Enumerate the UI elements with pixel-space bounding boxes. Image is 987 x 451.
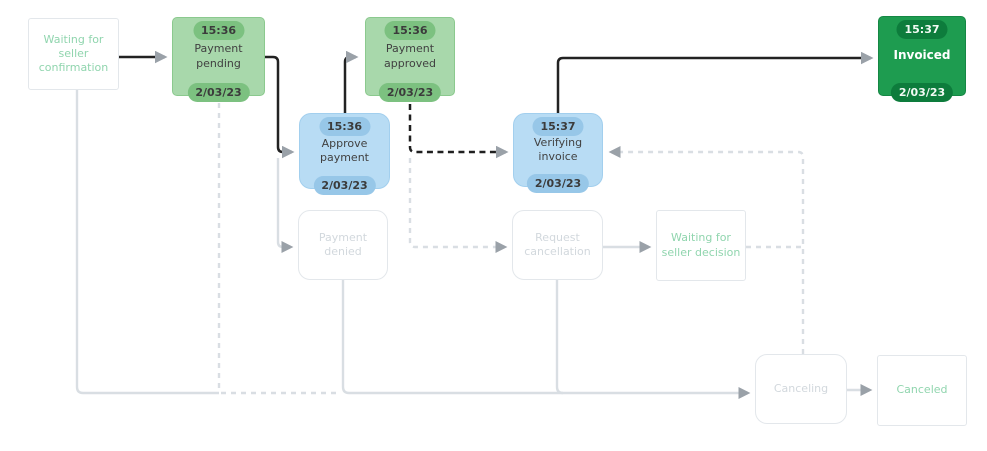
edge-payment-approved-to-verifying-invoice (408, 104, 509, 159)
state-label: Approve payment (319, 136, 369, 164)
state-node-payment-denied[interactable]: Payment denied (298, 210, 388, 280)
date-badge: 2/03/23 (313, 176, 376, 195)
timestamp-badge: 15:37 (532, 117, 584, 136)
edge-payment-pending-to-approve-payment (265, 55, 295, 159)
edge-verifying-invoice-to-invoiced (556, 51, 874, 113)
state-node-payment-approved[interactable]: 15:36 Payment approved 2/03/23 (365, 17, 455, 102)
state-node-canceling[interactable]: Canceling (755, 354, 847, 424)
state-label: Canceled (896, 383, 948, 397)
edge-payment-pending-to-payment-denied (276, 158, 294, 253)
state-node-verifying-invoice[interactable]: 15:37 Verifying invoice 2/03/23 (513, 113, 603, 193)
state-node-payment-pending[interactable]: 15:36 Payment pending 2/03/23 (172, 17, 265, 102)
date-badge: 2/03/23 (187, 83, 250, 102)
state-node-waiting-seller-confirmation[interactable]: Waiting for seller confirmation (28, 18, 119, 90)
state-label: Payment approved (384, 42, 436, 70)
timestamp-badge: 15:36 (384, 21, 436, 40)
edge-wsc-to-canceling (75, 90, 219, 395)
state-label: Waiting for seller confirmation (38, 32, 109, 75)
timestamp-badge: 15:36 (318, 117, 371, 136)
edge-request-cancellation-to-canceling (555, 280, 564, 395)
state-label: Request cancellation (524, 230, 591, 258)
timestamp-badge: 15:36 (192, 21, 245, 40)
edge-payment-approved-to-request-cancellation (408, 158, 508, 253)
edge-approve-payment-to-payment-approved (343, 50, 359, 113)
state-label: Verifying invoice (533, 135, 583, 163)
state-label: Payment denied (318, 230, 368, 258)
state-node-invoiced[interactable]: 15:37 Invoiced 2/03/23 (878, 16, 966, 102)
state-label: Payment pending (194, 42, 243, 70)
state-node-canceled[interactable]: Canceled (877, 355, 967, 426)
edge-payment-denied-to-canceling (341, 280, 751, 399)
state-label: Canceling (773, 381, 829, 395)
date-badge: 2/03/23 (378, 83, 442, 102)
state-node-approve-payment[interactable]: 15:36 Approve payment 2/03/23 (299, 113, 390, 195)
date-badge: 2/03/23 (890, 83, 954, 102)
state-node-waiting-seller-decision[interactable]: Waiting for seller decision (656, 210, 746, 281)
state-label: Invoiced (893, 48, 951, 63)
state-node-request-cancellation[interactable]: Request cancellation (512, 210, 603, 280)
date-badge: 2/03/23 (526, 174, 590, 193)
timestamp-badge: 15:37 (896, 20, 948, 39)
state-label: Waiting for seller decision (661, 231, 741, 259)
